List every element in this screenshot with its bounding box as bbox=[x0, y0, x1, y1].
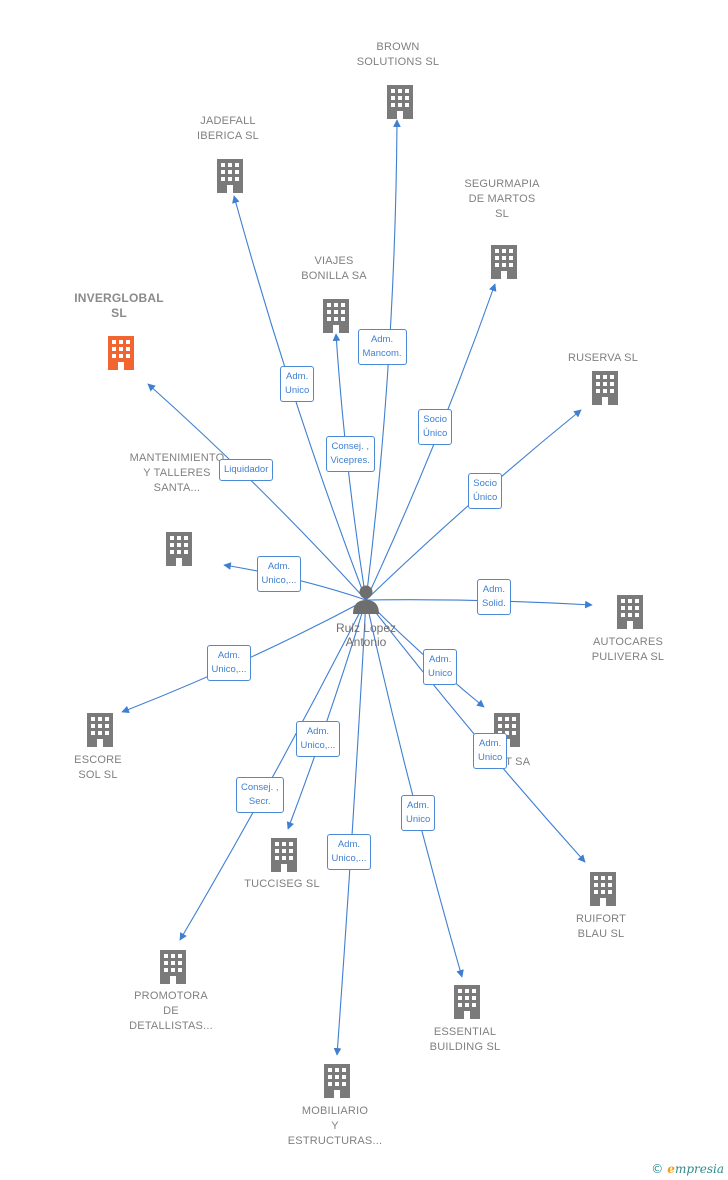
building-icon[interactable] bbox=[108, 336, 134, 370]
edge-inverglobal bbox=[147, 383, 367, 601]
building-icon[interactable] bbox=[454, 985, 480, 1019]
building-icon[interactable] bbox=[491, 245, 517, 279]
relation-label-viajes[interactable]: Consej. ,Vicepres. bbox=[325, 436, 375, 472]
edge-mobiliario bbox=[333, 599, 367, 1056]
person-icon[interactable] bbox=[353, 585, 379, 615]
building-icon[interactable] bbox=[160, 950, 186, 984]
company-name-ruserva[interactable]: RUSERVA SL bbox=[567, 352, 639, 364]
relation-label-autsa[interactable]: Adm.Unico bbox=[423, 649, 458, 685]
building-icon[interactable] bbox=[87, 713, 113, 747]
brand-initial: e bbox=[667, 1162, 675, 1176]
relation-label-jadefall[interactable]: Adm.Unico bbox=[280, 366, 315, 402]
edge-essential bbox=[365, 599, 464, 978]
relation-label-mantenimiento[interactable]: Adm.Unico,... bbox=[256, 556, 302, 592]
building-icon[interactable] bbox=[271, 838, 297, 872]
brand-name: mpresia bbox=[674, 1162, 724, 1176]
edge-ruifort bbox=[365, 599, 586, 863]
building-icon[interactable] bbox=[323, 299, 349, 333]
relation-label-mobiliario[interactable]: Adm.Unico,... bbox=[326, 834, 372, 870]
footer-brand: ©empresia bbox=[651, 1162, 724, 1176]
edge-promotora bbox=[179, 599, 367, 941]
building-icon[interactable] bbox=[217, 159, 243, 193]
relation-label-escore[interactable]: Adm.Unico,... bbox=[206, 645, 252, 681]
relation-label-promotora[interactable]: Consej. ,Secr. bbox=[236, 777, 284, 813]
relation-label-autocares[interactable]: Adm.Solid. bbox=[477, 579, 511, 615]
edge-tucciseg bbox=[286, 599, 367, 830]
building-icon[interactable] bbox=[590, 872, 616, 906]
relation-label-essential[interactable]: Adm.Unico bbox=[401, 795, 436, 831]
relation-label-inverglobal[interactable]: Liquidador bbox=[219, 459, 274, 481]
building-icon[interactable] bbox=[592, 371, 618, 405]
building-icon[interactable] bbox=[166, 532, 192, 566]
building-icon[interactable] bbox=[387, 85, 413, 119]
relation-label-ruifort[interactable]: Adm.Unico bbox=[473, 733, 508, 769]
building-icon[interactable] bbox=[324, 1064, 350, 1098]
building-icon[interactable] bbox=[617, 595, 643, 629]
relation-label-tucciseg[interactable]: Adm.Unico,... bbox=[295, 721, 341, 757]
copyright-symbol: © bbox=[651, 1162, 664, 1176]
company-name-tucciseg[interactable]: TUCCISEG SL bbox=[244, 878, 320, 890]
relation-label-brown[interactable]: Adm.Mancom. bbox=[357, 329, 407, 365]
